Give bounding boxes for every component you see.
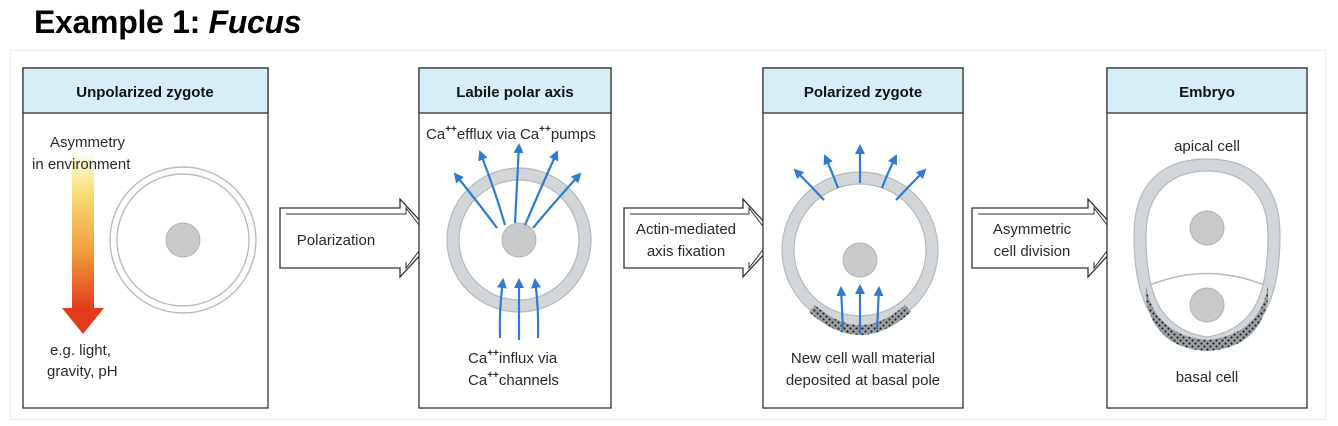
asymmetry-label-1: Asymmetry (50, 134, 126, 151)
transition-label-1: Actin-mediated (636, 221, 736, 238)
zygote-nucleus (501, 222, 537, 258)
basal-wall-deposit (809, 305, 911, 335)
transition-label-2: cell division (994, 243, 1071, 260)
panel-header-bg (22, 67, 269, 114)
environment-example-1: e.g. light, (50, 342, 111, 359)
panel-header: Polarized zygote (804, 84, 922, 101)
environment-example-2: gravity, pH (47, 363, 118, 380)
panel-header: Unpolarized zygote (76, 84, 214, 101)
panel-header: Labile polar axis (456, 84, 574, 101)
apical-cell-label: apical cell (1174, 138, 1240, 155)
basal-nucleus (1189, 287, 1225, 323)
cell-wall-label-2: deposited at basal pole (786, 372, 940, 389)
influx-arrows (836, 284, 884, 334)
panel-header-bg (418, 67, 612, 114)
division-wall (1149, 272, 1265, 286)
transition-actin-mediated-axis-fixation: Actin-mediated axis fixation (623, 197, 780, 279)
zygote-nucleus (842, 242, 878, 278)
transition-label-1: Asymmetric (993, 221, 1072, 238)
embryo-cell-wall (1133, 158, 1281, 350)
basal-cell-label: basal cell (1176, 369, 1239, 386)
environment-gradient-arrow (72, 150, 94, 310)
panel-embryo: Embryo apical cell basal cell (1106, 67, 1308, 409)
efflux-label: Ca++efflux via Ca++pumps (426, 124, 596, 143)
cell-wall-label-1: New cell wall material (791, 350, 935, 367)
panel-header: Embryo (1179, 84, 1235, 101)
basal-wall-deposit (1146, 285, 1268, 351)
transition-label: Polarization (297, 232, 375, 249)
page-title: Example 1: Fucus (34, 4, 302, 41)
influx-label-2: Ca++channels (468, 370, 559, 389)
zygote-nucleus (165, 222, 201, 258)
figure-frame (10, 50, 1326, 420)
transition-asymmetric-cell-division: Asymmetric cell division (971, 197, 1125, 279)
panel-header-bg (1106, 67, 1308, 114)
panel-labile-polar-axis: Labile polar axis Ca++efflux via Ca++pum… (418, 67, 612, 409)
apical-nucleus (1189, 210, 1225, 246)
panel-header-bg (762, 67, 964, 114)
efflux-arrows (453, 143, 582, 229)
influx-label-1: Ca++influx via (468, 348, 558, 367)
influx-arrows (496, 278, 542, 340)
panel-polarized-zygote: Polarized zygote New cell wall material … (762, 67, 964, 409)
title-prefix: Example 1: (34, 4, 209, 40)
efflux-arrows (793, 144, 927, 201)
asymmetry-label-2: in environment (32, 156, 131, 173)
gradient-arrowhead (62, 308, 104, 334)
panel-unpolarized-zygote: Unpolarized zygote Asymmetry in environm… (22, 67, 269, 409)
transition-label-2: axis fixation (647, 243, 725, 260)
transition-polarization: Polarization (279, 197, 437, 279)
title-organism: Fucus (208, 4, 302, 40)
